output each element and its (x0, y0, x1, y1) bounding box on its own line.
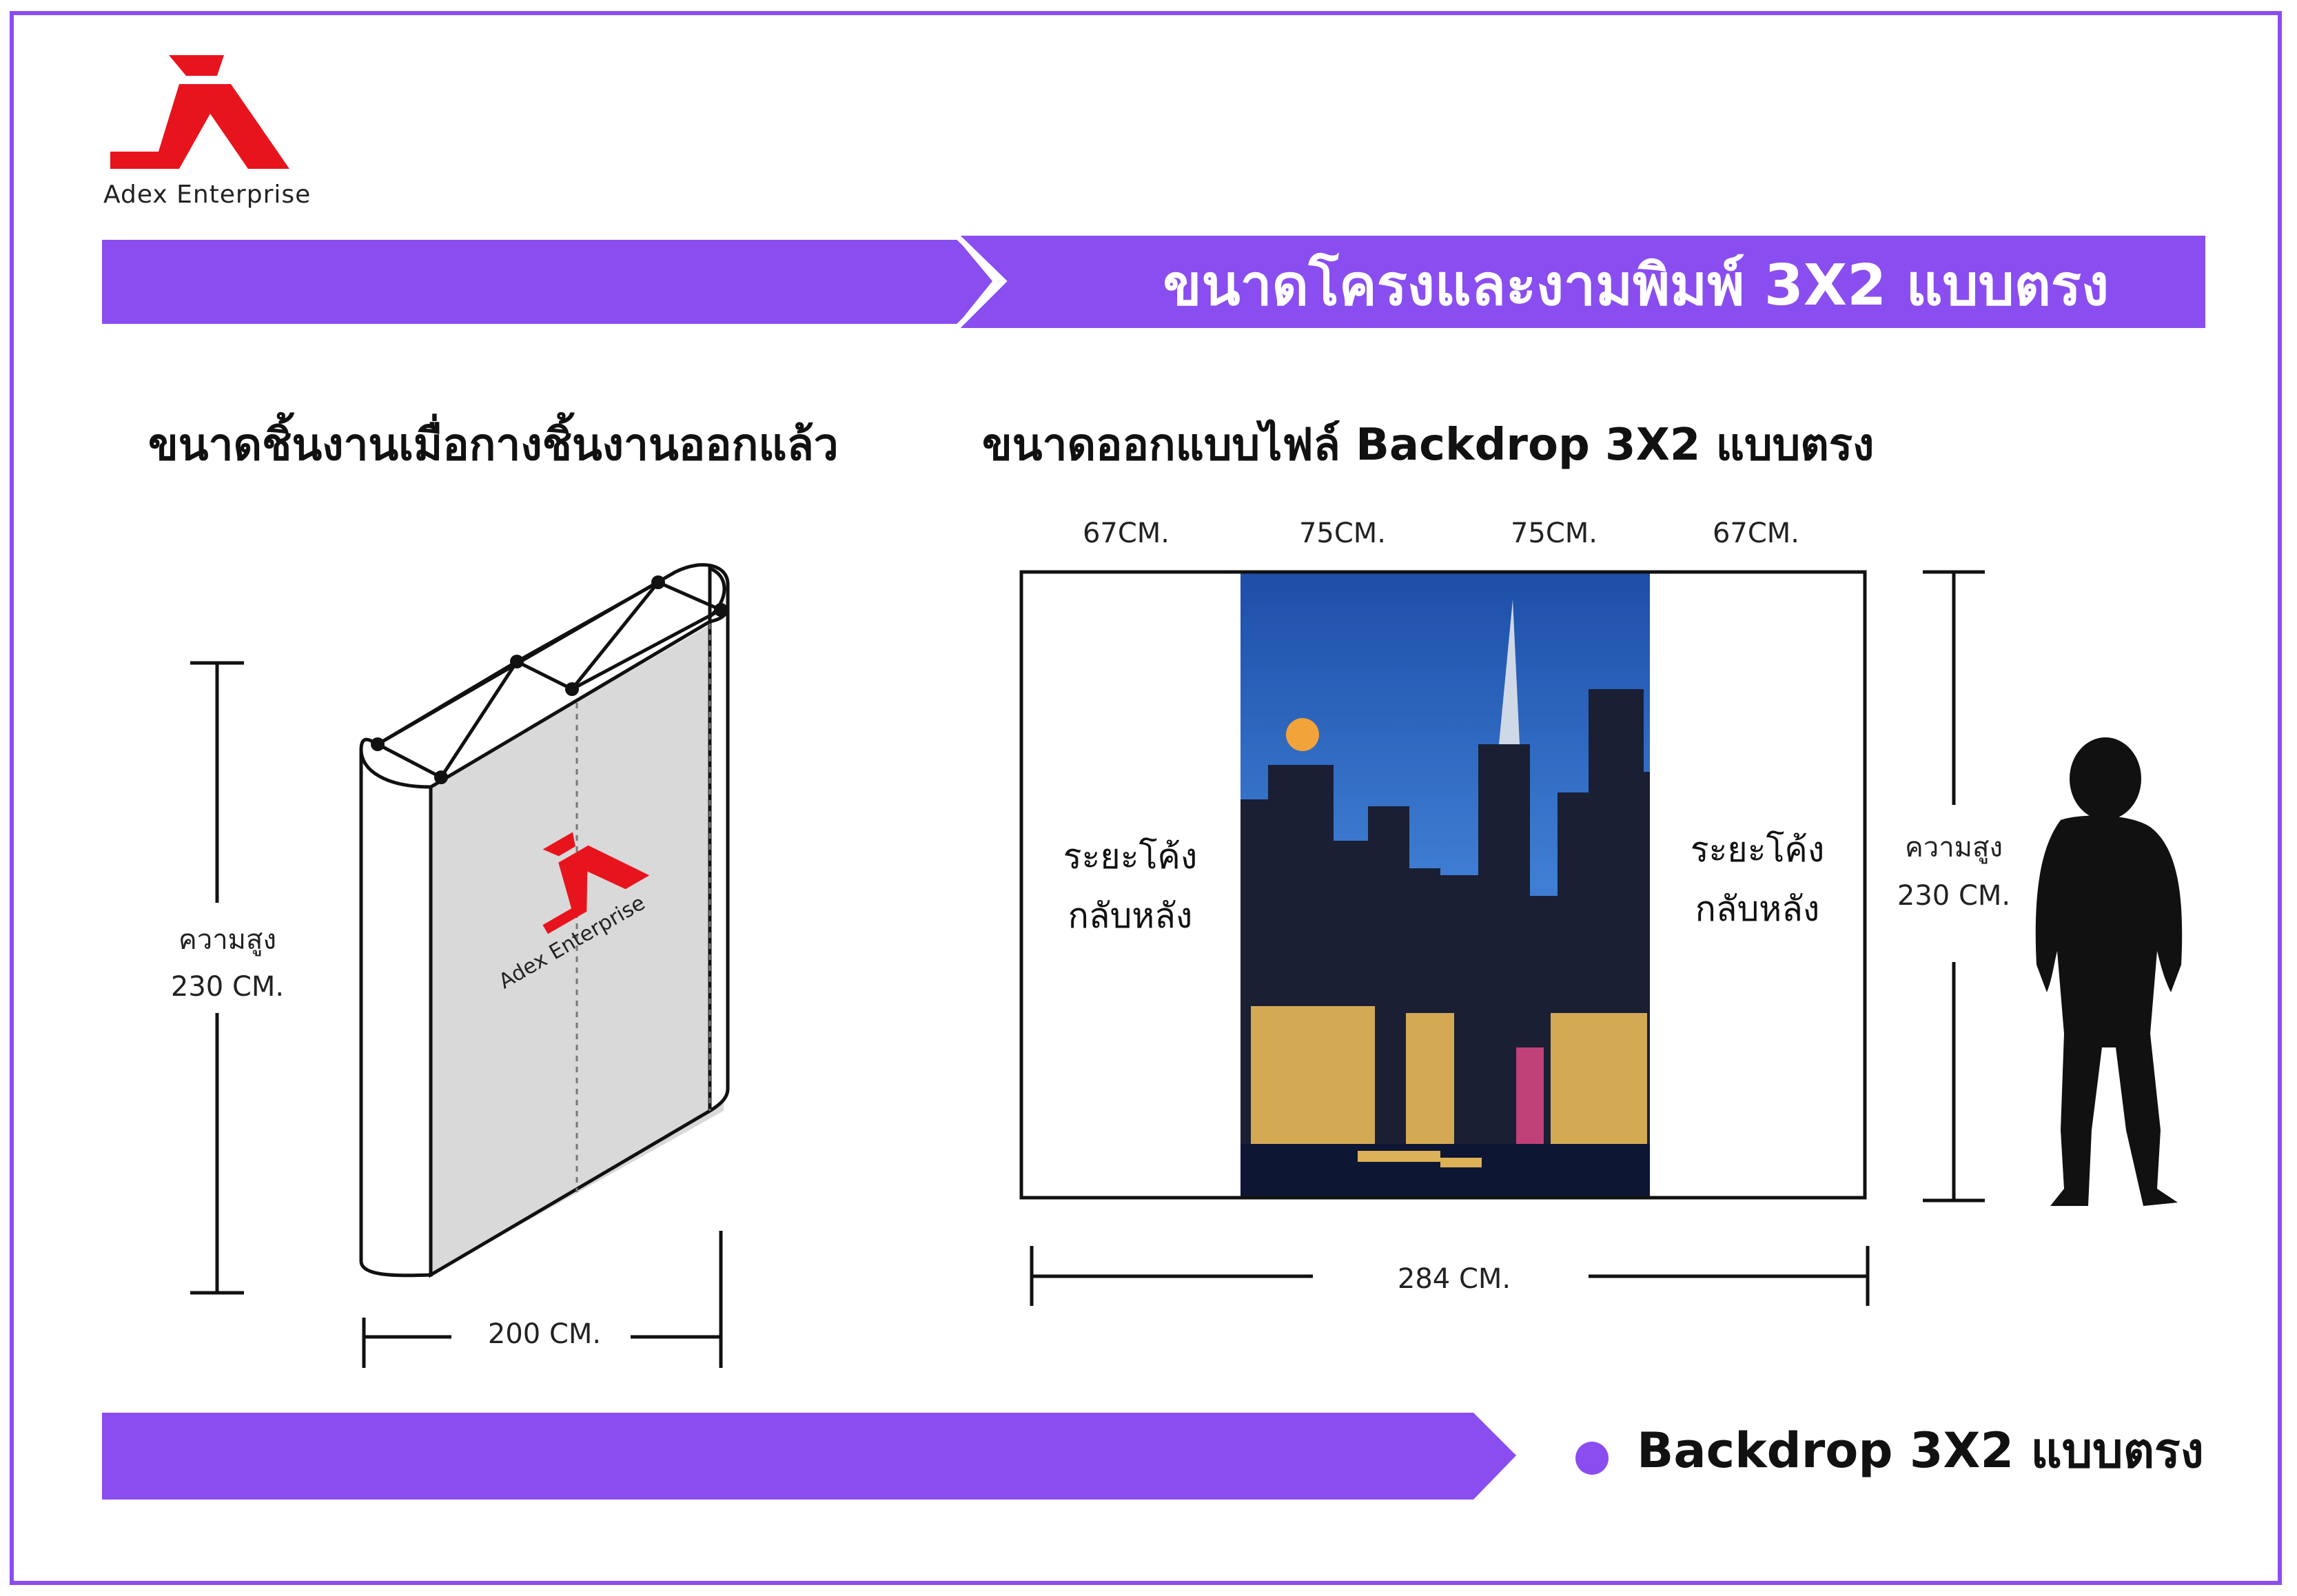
right-height-label: ความสูง 230 CM. (1885, 831, 2023, 912)
left-height-value: 230 CM. (170, 971, 285, 1003)
human-silhouette-icon (2035, 737, 2183, 1206)
brand-name: Adex Enterprise (103, 181, 312, 209)
header-banner-right (958, 236, 2205, 328)
frame-left-end (359, 749, 433, 1278)
total-width-label: 284 CM. (1397, 1263, 1511, 1295)
brand-logo (96, 48, 303, 214)
curve-note-right-line2: กลับหลัง (1695, 889, 1820, 929)
curve-note-left-line1: ระยะโค้ง (1063, 837, 1198, 877)
col-width-2: 75CM. (1298, 518, 1387, 549)
right-height-dimension (1923, 570, 1985, 1203)
footer-bullet (1575, 1442, 1609, 1475)
col-width-4: 67CM. (1712, 518, 1800, 549)
col-width-3: 75CM. (1510, 518, 1598, 549)
frame-scissor-arms (376, 580, 722, 779)
header-banner-chevron (954, 234, 1008, 330)
total-width-dimension (1030, 1246, 1870, 1306)
curve-note-right: ระยะโค้ง กลับหลัง (1682, 820, 1833, 939)
left-height-dimension (190, 661, 244, 1295)
frame-right-end (708, 566, 730, 1114)
right-panel-title: ขนาดออกแบบไฟล์ Backdrop 3X2 แบบตรง (982, 420, 1875, 471)
frame-top-outline (359, 563, 730, 789)
header-title: ขนาดโครงและงามพิมพ์ 3X2 แบบตรง (1163, 253, 2109, 318)
curve-note-left: ระยะโค้ง กลับหลัง (1054, 827, 1206, 945)
left-width-label: 200 CM. (487, 1318, 602, 1350)
left-width-dimension (362, 1231, 723, 1368)
left-height-label: ความสูง 230 CM. (159, 923, 296, 1003)
frame-joints (371, 575, 728, 784)
brand-logo-icon (110, 55, 289, 169)
panel-logo-icon (542, 832, 650, 934)
footer-label: Backdrop 3X2 แบบตรง (1637, 1422, 2204, 1479)
page-frame (10, 11, 2282, 1585)
artwork-photo (1241, 572, 1650, 1198)
curve-note-right-line1: ระยะโค้ง (1690, 830, 1825, 870)
col-width-1: 67CM. (1082, 518, 1170, 549)
left-panel-title: ขนาดชิ้นงานเมื่อกางชิ้นงานออกแล้ว (148, 420, 839, 471)
left-height-title: ความสูง (178, 924, 276, 956)
curve-note-left-line2: กลับหลัง (1068, 896, 1193, 936)
right-height-title: ความสูง (1905, 832, 2003, 863)
right-height-value: 230 CM. (1897, 880, 2011, 912)
header-banner-left (102, 240, 992, 324)
footer-banner (102, 1413, 1516, 1500)
